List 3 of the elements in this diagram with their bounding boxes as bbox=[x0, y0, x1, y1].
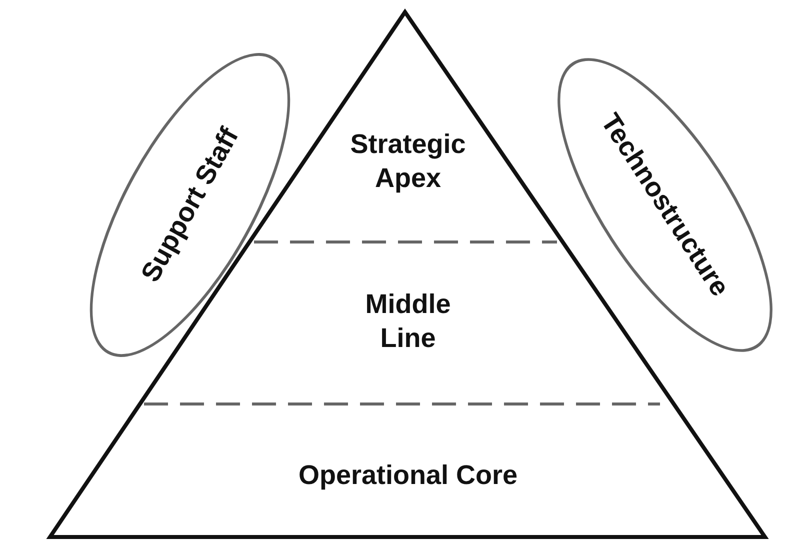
pyramid-level-label: Operational Core bbox=[298, 459, 518, 492]
pyramid-level-label: Middle Line bbox=[364, 288, 452, 355]
pyramid-level-label: Strategic Apex bbox=[349, 128, 467, 195]
